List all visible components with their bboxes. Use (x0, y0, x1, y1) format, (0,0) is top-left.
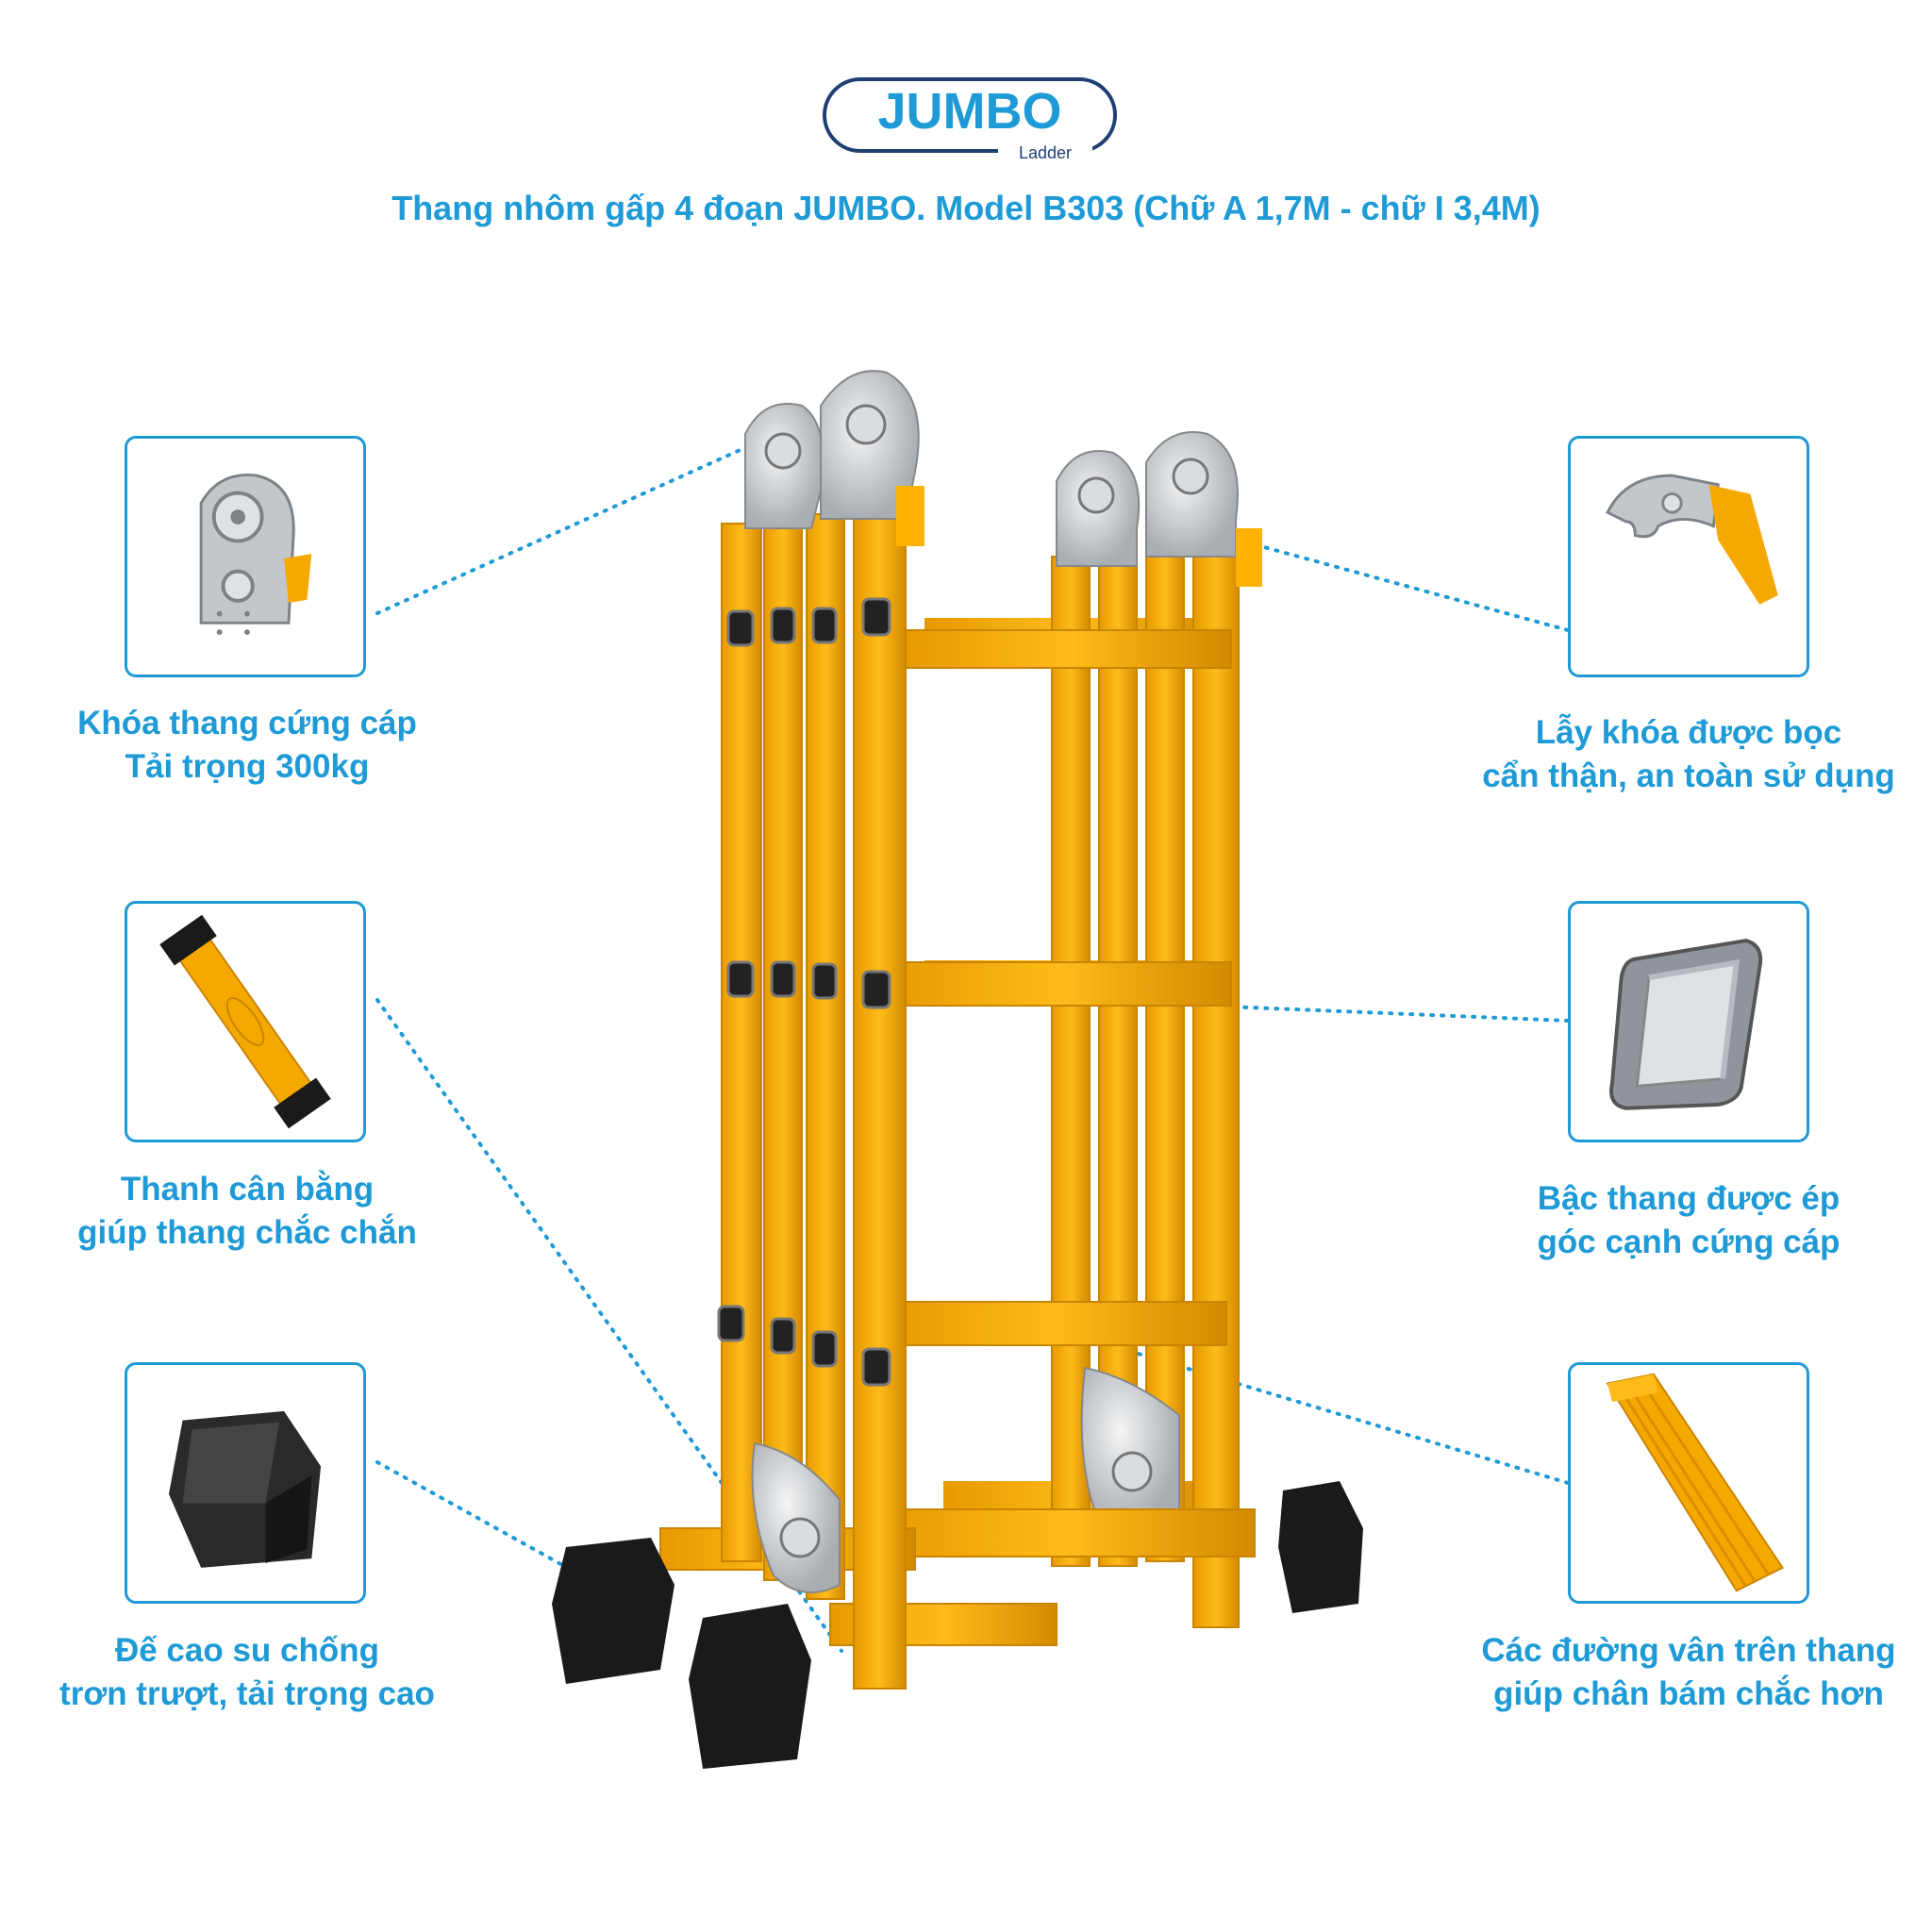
stabilizer-bar-icon (159, 914, 331, 1129)
leader-grip (1083, 1336, 1570, 1485)
rung-profile-icon (1609, 939, 1763, 1110)
rubber-foot-icon (168, 1410, 322, 1568)
feature-box-lock (125, 436, 366, 677)
hinge-lock-icon (199, 473, 312, 636)
hinge-bottom-right (1080, 1366, 1180, 1527)
feature-box-bar (125, 901, 366, 1142)
logo-brand: JUMBO (877, 83, 1061, 140)
hinge-bottom-left (751, 1441, 841, 1593)
logo-sub: Ladder (1019, 143, 1072, 162)
feature-box-foot (125, 1362, 366, 1604)
jumbo-logo: JUMBO Ladder (823, 77, 1117, 162)
hinge-top-right (1056, 431, 1262, 587)
feature-box-rung (1568, 901, 1809, 1142)
hinge-top-left (744, 370, 924, 546)
page-title: Thang nhôm gấp 4 đoạn JUMBO. Model B303 … (391, 189, 1541, 227)
lock-latch-icon (1606, 474, 1778, 605)
leader-lock (375, 434, 774, 615)
rubber-feet (552, 1481, 1363, 1769)
feature-box-latch (1568, 436, 1809, 677)
leader-latch (1262, 545, 1570, 632)
textured-step-icon (1606, 1373, 1785, 1592)
feature-box-grip (1568, 1362, 1809, 1604)
